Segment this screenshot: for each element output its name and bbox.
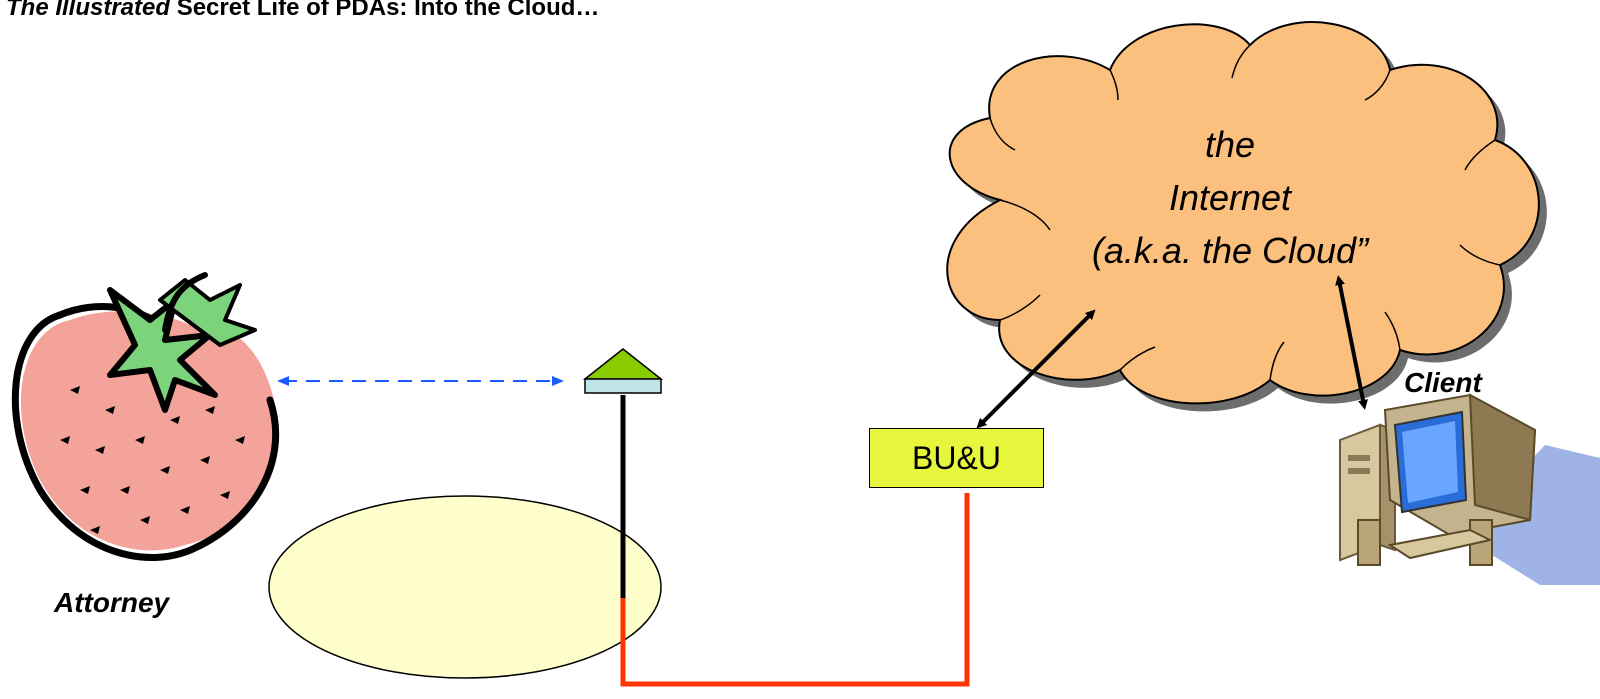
bu-node-box: BU&U (869, 428, 1044, 488)
cloud-label-line3: (a.k.a. the Cloud” (1091, 230, 1369, 271)
antenna-icon (582, 348, 664, 394)
cloud-label: the Internet (a.k.a. the Cloud” (1020, 118, 1440, 277)
desktop-computer-icon (1339, 393, 1600, 585)
cloud-inner-arcs (989, 44, 1501, 381)
client-label: Client (1404, 367, 1482, 398)
red-wire (620, 493, 970, 687)
bu-node-label: BU&U (912, 439, 1001, 476)
attorney-label: Attorney (54, 587, 170, 618)
slide-title: The Illustrated Secret Life of PDAs: Int… (6, 0, 599, 22)
cloud-label-line1: the (1204, 124, 1256, 165)
network-ellipse (268, 495, 662, 679)
title-rest: Secret Life of PDAs: Into the Cloud… (170, 0, 600, 21)
bu-cloud-arrow (976, 309, 1096, 429)
title-italic: The Illustrated (6, 0, 171, 21)
cloud-label-line2: Internet (1168, 177, 1292, 218)
strawberry-icon (11, 272, 280, 561)
client-cloud-arrow (1335, 275, 1368, 410)
